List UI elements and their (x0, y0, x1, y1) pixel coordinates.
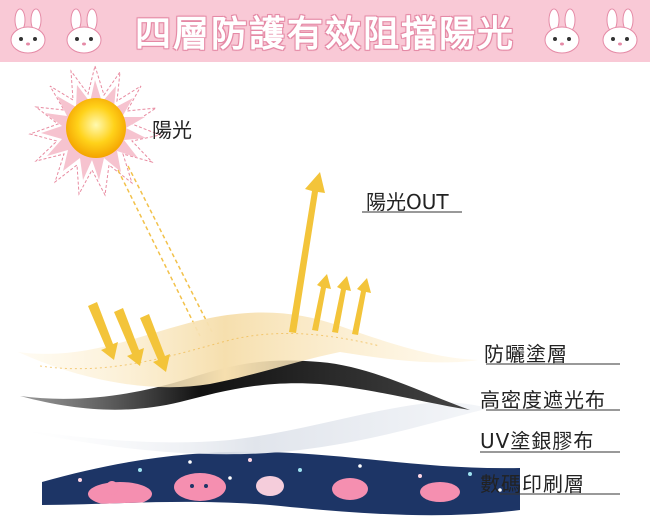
sun-label: 陽光 (152, 118, 192, 142)
reflected-arrows (312, 274, 371, 335)
leader-lines (362, 211, 620, 495)
layer-uv-silver (20, 402, 490, 455)
layer-label-uv-silver: UV塗銀膠布 (480, 429, 595, 453)
bunny-icon (66, 8, 102, 54)
bunny-icon (10, 8, 46, 54)
layer-sunscreen (18, 312, 478, 388)
page-title: 四層防護有效阻擋陽光 (134, 14, 515, 55)
incoming-arrows (88, 302, 170, 372)
sun-icon (28, 64, 162, 197)
layer-label-blackout: 高密度遮光布 (480, 388, 606, 412)
outgoing-arrow (289, 172, 325, 333)
layer-label-digital-print: 數碼印刷層 (480, 472, 585, 496)
title-banner (0, 0, 650, 62)
layer-digital-print (42, 451, 520, 516)
bunny-icon (544, 8, 580, 54)
layer-blackout (20, 360, 470, 410)
bunny-icon (602, 8, 638, 54)
layer-label-sunscreen: 防曬塗層 (484, 342, 568, 366)
sun-out-label: 陽光OUT (366, 190, 449, 214)
